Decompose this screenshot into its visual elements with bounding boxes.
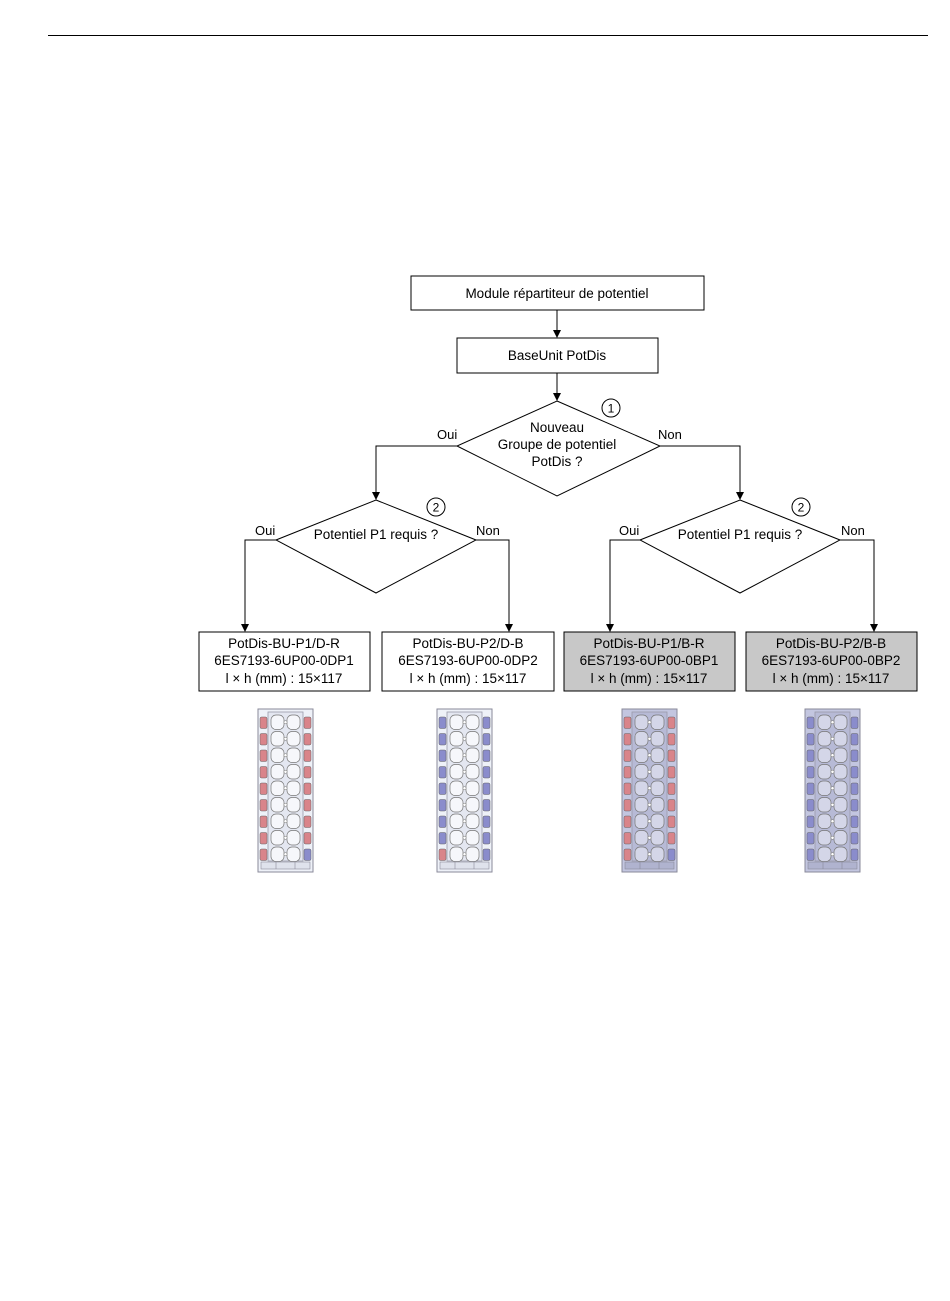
- decision2-right-text: Potentiel P1 requis ?: [678, 527, 803, 542]
- result-name: PotDis-BU-P1/B-R: [593, 636, 704, 651]
- callout-1-number: 1: [608, 402, 615, 416]
- result-code: 6ES7193-6UP00-0DP2: [398, 653, 538, 668]
- d1-yes-label: Oui: [437, 427, 457, 442]
- decision-new-group: Nouveau Groupe de potentiel PotDis ?: [455, 400, 662, 497]
- decision1-line2: Groupe de potentiel: [498, 437, 617, 452]
- result-code: 6ES7193-6UP00-0BP2: [762, 653, 901, 668]
- d2r-yes-label: Oui: [619, 523, 639, 538]
- start-box: Module répartiteur de potentiel: [410, 275, 705, 311]
- module-illustrations: [257, 708, 861, 873]
- result-box-4: PotDis-BU-P2/B-B 6ES7193-6UP00-0BP2 l × h …: [745, 631, 918, 692]
- d2r-no-label: Non: [841, 523, 865, 538]
- result-boxes: PotDis-BU-P1/D-R 6ES7193-6UP00-0DP1 l × h …: [198, 631, 918, 692]
- module-image-4: [804, 708, 861, 873]
- d1-no-label: Non: [658, 427, 682, 442]
- decision1-line3: PotDis ?: [531, 454, 582, 469]
- result-box-2: PotDis-BU-P2/D-B 6ES7193-6UP00-0DP2 l × h …: [381, 631, 555, 692]
- result-name: PotDis-BU-P1/D-R: [228, 636, 340, 651]
- result-box-1: PotDis-BU-P1/D-R 6ES7193-6UP00-0DP1 l × h …: [198, 631, 371, 692]
- result-dims: l × h (mm) : 15×117: [773, 671, 890, 686]
- branch-d2r-yes: [606, 539, 640, 632]
- branch-d2r-no: [840, 539, 878, 632]
- callout-2-left-number: 2: [433, 501, 440, 515]
- baseunit-box: BaseUnit PotDis: [456, 337, 659, 374]
- result-dims: l × h (mm) : 15×117: [591, 671, 708, 686]
- result-name: PotDis-BU-P2/B-B: [776, 636, 886, 651]
- result-dims: l × h (mm) : 15×117: [226, 671, 343, 686]
- result-code: 6ES7193-6UP00-0DP1: [214, 653, 354, 668]
- decision-p1-right: Potentiel P1 requis ?: [638, 499, 842, 594]
- result-box-3: PotDis-BU-P1/B-R 6ES7193-6UP00-0BP1 l × h …: [563, 631, 736, 692]
- d2l-yes-label: Oui: [255, 523, 275, 538]
- result-code: 6ES7193-6UP00-0BP1: [580, 653, 719, 668]
- module-image-2: [436, 708, 493, 873]
- baseunit-label: BaseUnit PotDis: [508, 348, 607, 363]
- header-rule: [48, 35, 928, 36]
- branch-d1-yes: [372, 445, 457, 500]
- result-name: PotDis-BU-P2/D-B: [412, 636, 523, 651]
- decision2-left-text: Potentiel P1 requis ?: [314, 527, 439, 542]
- branch-d2l-yes: [241, 539, 276, 632]
- callout-1: 1: [601, 398, 621, 418]
- callout-2-left: 2: [426, 497, 446, 517]
- callout-2-right: 2: [791, 497, 811, 517]
- result-dims: l × h (mm) : 15×117: [410, 671, 527, 686]
- callout-2-right-number: 2: [798, 501, 805, 515]
- decision1-line1: Nouveau: [530, 420, 584, 435]
- module-image-1: [257, 708, 314, 873]
- d2l-no-label: Non: [476, 523, 500, 538]
- decision-p1-left: Potentiel P1 requis ?: [274, 499, 478, 594]
- branch-d2l-no: [476, 539, 513, 632]
- branch-d1-no: [660, 445, 744, 500]
- start-label: Module répartiteur de potentiel: [465, 286, 648, 301]
- module-image-3: [621, 708, 678, 873]
